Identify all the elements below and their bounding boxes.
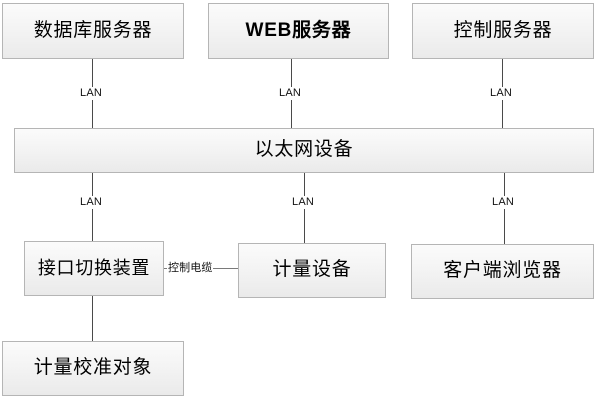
node-web-server[interactable]: WEB服务器 xyxy=(208,3,389,59)
node-label-control-server: 控制服务器 xyxy=(453,19,553,41)
node-label-ethernet-device: 以太网设备 xyxy=(254,139,354,161)
node-interface-switch[interactable]: 接口切换装置 xyxy=(24,241,164,296)
node-label-calibration-object: 计量校准对象 xyxy=(33,357,153,379)
node-label-web-server: WEB服务器 xyxy=(245,19,352,41)
edge-label-control-to-ethernet: LAN xyxy=(488,87,515,100)
node-calibration-object[interactable]: 计量校准对象 xyxy=(2,341,184,396)
node-database-server[interactable]: 数据库服务器 xyxy=(2,3,184,59)
node-label-interface-switch: 接口切换装置 xyxy=(37,257,151,278)
node-label-metering-device: 计量设备 xyxy=(272,259,352,281)
edge-label-db-to-ethernet: LAN xyxy=(78,87,105,100)
edge-label-web-to-ethernet: LAN xyxy=(277,87,304,100)
node-label-database-server: 数据库服务器 xyxy=(33,19,153,41)
connector-switch-to-object xyxy=(92,295,93,341)
edge-label-ethernet-to-meter: LAN xyxy=(290,196,317,209)
edge-label-ethernet-to-switch: LAN xyxy=(78,196,105,209)
node-label-client-browser: 客户端浏览器 xyxy=(443,260,562,282)
node-client-browser[interactable]: 客户端浏览器 xyxy=(411,244,594,299)
node-metering-device[interactable]: 计量设备 xyxy=(238,243,386,298)
edge-label-ethernet-to-client: LAN xyxy=(490,196,517,209)
edge-label-switch-to-meter: 控制电缆 xyxy=(167,262,214,275)
node-ethernet-device[interactable]: 以太网设备 xyxy=(14,128,594,173)
node-control-server[interactable]: 控制服务器 xyxy=(412,3,594,59)
